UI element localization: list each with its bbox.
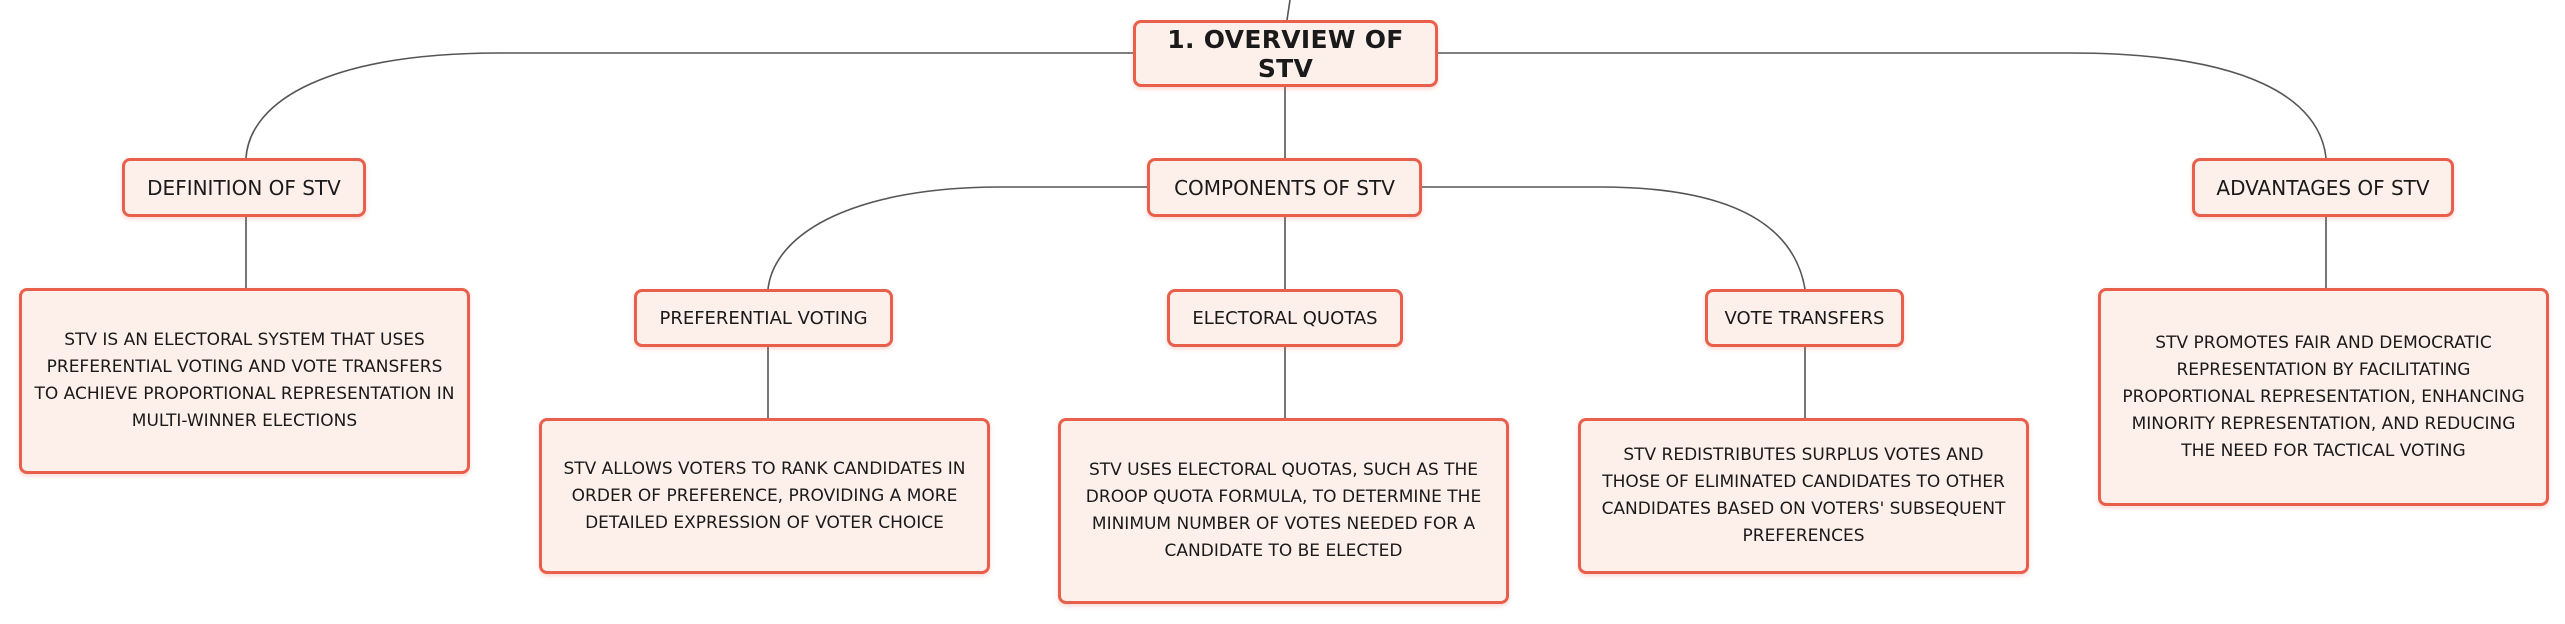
- node-electoral-quotas-detail[interactable]: STV USES ELECTORAL QUOTAS, SUCH AS THE D…: [1058, 418, 1509, 604]
- node-definition-detail-text: STV IS AN ELECTORAL SYSTEM THAT USES PRE…: [34, 330, 455, 431]
- node-advantages-detail[interactable]: STV PROMOTES FAIR AND DEMOCRATIC REPRESE…: [2098, 288, 2549, 506]
- node-vote-transfers-detail-text: STV REDISTRIBUTES SURPLUS VOTES AND THOS…: [1601, 445, 2006, 546]
- node-electoral-quotas-label: ELECTORAL QUOTAS: [1192, 307, 1378, 329]
- node-advantages-detail-text: STV PROMOTES FAIR AND DEMOCRATIC REPRESE…: [2122, 332, 2525, 461]
- connector-components-transfers: [1422, 186, 1806, 290]
- node-preferential-voting[interactable]: PREFERENTIAL VOTING: [634, 289, 893, 347]
- node-definition-label: DEFINITION OF STV: [147, 175, 341, 200]
- root-node-overview[interactable]: 1. OVERVIEW OF STV: [1133, 20, 1438, 87]
- node-definition-detail[interactable]: STV IS AN ELECTORAL SYSTEM THAT USES PRE…: [19, 288, 470, 474]
- node-components[interactable]: COMPONENTS OF STV: [1147, 158, 1422, 217]
- node-vote-transfers-detail[interactable]: STV REDISTRIBUTES SURPLUS VOTES AND THOS…: [1578, 418, 2029, 574]
- node-electoral-quotas[interactable]: ELECTORAL QUOTAS: [1167, 289, 1403, 347]
- node-preferential-voting-detail[interactable]: STV ALLOWS VOTERS TO RANK CANDIDATES IN …: [539, 418, 990, 574]
- node-advantages-label: ADVANTAGES OF STV: [2216, 175, 2430, 200]
- node-advantages[interactable]: ADVANTAGES OF STV: [2192, 158, 2454, 217]
- connector-root-definition: [245, 52, 1133, 159]
- node-vote-transfers[interactable]: VOTE TRANSFERS: [1705, 289, 1904, 347]
- node-preferential-voting-detail-text: STV ALLOWS VOTERS TO RANK CANDIDATES IN …: [563, 458, 966, 533]
- node-electoral-quotas-detail-text: STV USES ELECTORAL QUOTAS, SUCH AS THE D…: [1085, 460, 1482, 561]
- node-vote-transfers-label: VOTE TRANSFERS: [1724, 307, 1885, 329]
- node-preferential-voting-label: PREFERENTIAL VOTING: [659, 307, 868, 329]
- connector-components-preferential: [767, 186, 1147, 290]
- root-node-label: 1. OVERVIEW OF STV: [1167, 24, 1404, 83]
- connector-root-advantages: [1438, 52, 2327, 159]
- node-definition[interactable]: DEFINITION OF STV: [122, 158, 366, 217]
- node-components-label: COMPONENTS OF STV: [1174, 175, 1395, 200]
- connector-root-parent: [1286, 0, 1291, 21]
